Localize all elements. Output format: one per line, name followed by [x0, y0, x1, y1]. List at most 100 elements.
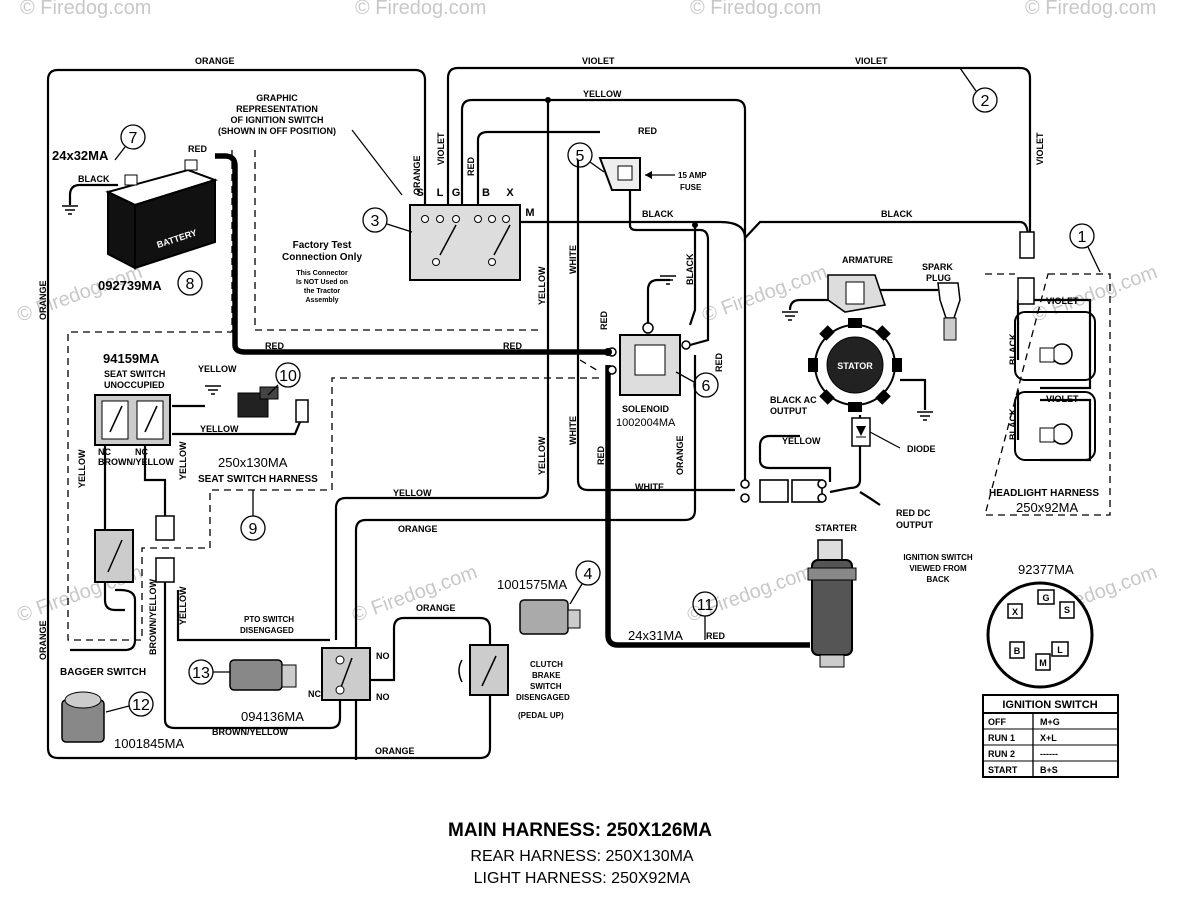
ign-view-3: BACK — [926, 575, 949, 584]
label-black-battery: BLACK — [78, 174, 110, 184]
ign-view-1: IGNITION SWITCH — [903, 553, 973, 562]
wire-yellow-top — [460, 98, 747, 488]
rear-harness-outline — [67, 150, 600, 641]
wire-orange-top — [46, 68, 427, 690]
pto-no-2: NO — [376, 692, 390, 702]
stator-connectors — [740, 479, 827, 503]
callout-13: 13 — [188, 659, 230, 685]
watermark-left: © Firedog.com — [14, 261, 145, 327]
label-red-vert-4: RED — [596, 445, 606, 465]
label-orange-vert: ORANGE — [412, 155, 422, 195]
label-red-main: RED — [265, 341, 285, 351]
ign-row-3-pos: START — [988, 765, 1018, 775]
diode — [851, 417, 901, 449]
spark-plug-2: PLUG — [926, 273, 951, 283]
headlight-harness — [1014, 231, 1096, 461]
light-harness-title: LIGHT HARNESS: 250X92MA — [473, 870, 691, 887]
pto-no-1: NO — [376, 651, 390, 661]
factory-note-1: This Connector — [296, 270, 348, 277]
wire-red-fuse-sol — [628, 190, 710, 347]
label-yellow-left-3: YELLOW — [178, 586, 188, 625]
label-red-starter: RED — [706, 631, 726, 641]
watermark-top-4: © Firedog.com — [1025, 0, 1156, 19]
seat-harness-title: SEAT SWITCH HARNESS — [198, 474, 318, 485]
label-red-dc-1: RED DC — [896, 508, 931, 518]
starter-label: STARTER — [815, 523, 857, 533]
callout-8-num: 8 — [186, 276, 195, 293]
seat-switch — [94, 394, 171, 446]
label-black-ac-2: OUTPUT — [770, 406, 808, 416]
wire-orange-pto — [354, 616, 492, 760]
ignition-terminals: S L G B X M — [416, 187, 534, 219]
label-red-main-2: RED — [503, 341, 523, 351]
clutch-label-1: CLUTCH — [530, 660, 563, 669]
wire-yellow-seat — [334, 100, 550, 640]
callout-10-num: 10 — [279, 368, 297, 385]
callout-7-num: 7 — [129, 130, 138, 147]
seat-switch-title-2: UNOCCUPIED — [104, 380, 165, 390]
label-orange-mid: ORANGE — [398, 524, 438, 534]
label-violet-2: VIOLET — [855, 56, 888, 66]
label-white-vert-2: WHITE — [568, 416, 578, 445]
ign-title-4: (SHOWN IN OFF POSITION) — [218, 126, 336, 136]
component-labels: 24x32MA 092739MA 94159MA SEAT SWITCH UNO… — [52, 148, 1099, 751]
wire-seat-nc — [103, 446, 125, 612]
diode-label: DIODE — [907, 444, 936, 454]
pto-part: 094136MA — [241, 709, 304, 724]
ign-row-2-conn: ------ — [1040, 749, 1058, 759]
label-red-vert-3: RED — [714, 352, 724, 372]
label-brown-yellow-2: BROWN/YELLOW — [98, 457, 174, 467]
armature — [827, 274, 887, 313]
seat-harness-part: 250x130MA — [218, 455, 288, 470]
callout-3: 3 — [362, 207, 413, 233]
watermark-top-1: © Firedog.com — [20, 0, 151, 19]
svg-text:X: X — [1012, 607, 1018, 617]
wire-solenoid-ground — [646, 278, 670, 330]
ign-title-1: GRAPHIC — [256, 93, 298, 103]
armature-label: ARMATURE — [842, 255, 893, 265]
wire-seat-yellow — [172, 404, 302, 436]
wire-black-solenoid — [688, 225, 697, 326]
callout-13-num: 13 — [192, 665, 210, 682]
headlight-harness-outline — [984, 273, 1111, 516]
label-black-1: BLACK — [642, 209, 674, 219]
label-red-vert-2: RED — [599, 310, 609, 330]
starter-cable-part: 24x31MA — [628, 628, 683, 643]
main-harness-title: MAIN HARNESS: 250X126MA — [448, 820, 712, 841]
wire-violet — [446, 66, 1032, 238]
harness-outlines — [67, 150, 1111, 641]
wires — [46, 66, 1092, 760]
callout-4: 4 — [569, 560, 601, 605]
label-black-hl-2: BLACK — [1008, 408, 1018, 440]
callout-1-num: 1 — [1078, 229, 1087, 246]
callout-2-num: 2 — [981, 93, 990, 110]
wire-white — [576, 160, 735, 492]
label-red-vert: RED — [466, 156, 476, 176]
callout-4-num: 4 — [584, 566, 593, 583]
wire-orange-bottom — [46, 690, 492, 760]
headlight-harness-title: HEADLIGHT HARNESS — [989, 488, 1099, 499]
clutch-label-2: BRAKE — [532, 671, 561, 680]
terminal-m: M — [525, 207, 534, 219]
rear-harness-title: REAR HARNESS: 250X130MA — [470, 848, 694, 865]
solenoid — [607, 322, 691, 396]
label-brown-yellow-vert: BROWN/YELLOW — [148, 579, 158, 655]
stator-label: STATOR — [837, 361, 873, 371]
headlight-harness-part: 250x92MA — [1016, 500, 1078, 515]
pto-title-1: PTO SWITCH — [244, 615, 294, 624]
ignition-graphic-title: GRAPHIC REPRESENTATION OF IGNITION SWITC… — [218, 93, 336, 136]
label-black-vert: BLACK — [685, 253, 695, 285]
wire-red-starter — [605, 365, 810, 648]
factory-test-1: Factory Test — [293, 240, 352, 251]
starter — [807, 539, 857, 668]
callout-12-num: 12 — [132, 697, 150, 714]
svg-text:M: M — [1039, 658, 1047, 668]
label-red-battery: RED — [188, 144, 208, 154]
ign-table-title: IGNITION SWITCH — [1002, 699, 1097, 711]
label-orange-left-2: ORANGE — [38, 620, 48, 660]
callout-6: 6 — [675, 371, 719, 398]
callout-7: 7 — [114, 124, 146, 161]
bagger-part: 1001845MA — [114, 736, 184, 751]
svg-text:G: G — [1042, 593, 1049, 603]
